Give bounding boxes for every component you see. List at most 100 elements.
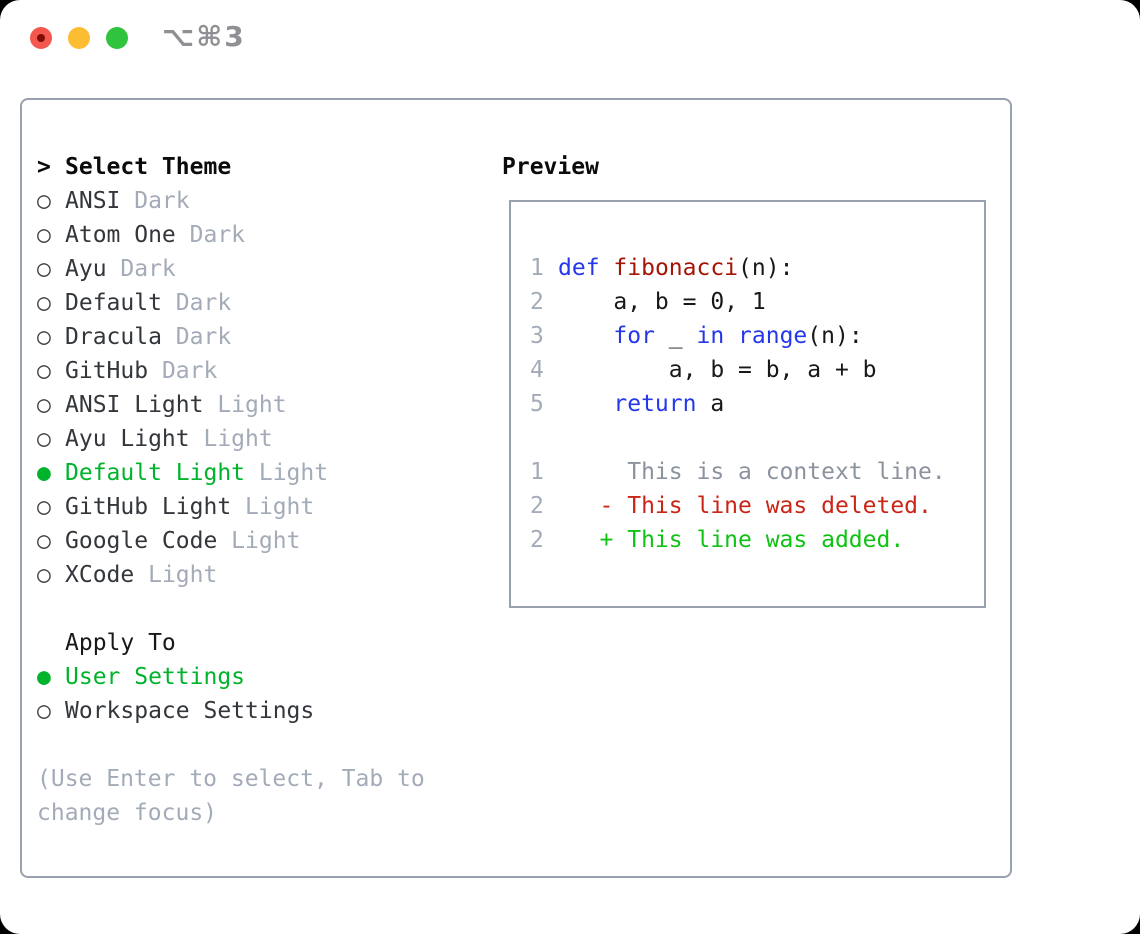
code-token-keyword: range [738,323,808,349]
theme-variant-label: Dark [148,358,218,384]
code-line: 1 This is a context line. [530,455,984,489]
line-number: 1 [530,255,544,281]
spacer [37,630,65,656]
line-number: 2 [530,493,544,519]
code-token [558,323,613,349]
radio-selected-icon: ● [37,460,51,486]
select-theme-header: Select Theme [65,154,232,180]
zoom-button[interactable] [106,27,128,49]
code-token: a [696,391,725,417]
preview-header: Preview [502,154,599,180]
theme-option-github-light-light[interactable]: ○ GitHub Light Light [37,490,328,524]
code-token-keyword: return [613,391,697,417]
apply-option-user-settings[interactable]: ● User Settings [37,660,314,694]
radio-unselected-icon: ○ [37,222,51,248]
code-token [600,255,614,281]
code-line: 3 for _ in range(n): [530,319,984,353]
code-line: 2 - This line was deleted. [530,489,984,523]
theme-option-ansi-dark[interactable]: ○ ANSI Dark [37,184,328,218]
code-token: a, b = b, a + b [558,357,877,383]
code-token-keyword: in [696,323,725,349]
line-number: 1 [530,459,544,485]
theme-option-label: Ayu [65,256,107,282]
code-token-deleted: - This line was deleted. [558,493,932,519]
theme-option-label: Ayu Light [65,426,190,452]
theme-option-github-dark[interactable]: ○ GitHub Dark [37,354,328,388]
code-token-keyword: def [558,255,600,281]
code-line: 2 a, b = 0, 1 [530,285,984,319]
radio-unselected-icon: ○ [37,188,51,214]
theme-option-ayu-dark[interactable]: ○ Ayu Dark [37,252,328,286]
code-token-added: + This line was added. [558,527,905,553]
radio-unselected-icon: ○ [37,528,51,554]
apply-option-label: Workspace Settings [65,698,315,724]
theme-option-label: ANSI [65,188,121,214]
theme-option-label: Default Light [65,460,246,486]
theme-option-dracula-dark[interactable]: ○ Dracula Dark [37,320,328,354]
radio-unselected-icon: ○ [37,426,51,452]
theme-variant-label: Light [189,426,273,452]
theme-variant-label: Dark [161,324,232,350]
code-token [724,323,738,349]
theme-option-google-code-light[interactable]: ○ Google Code Light [37,524,328,558]
theme-option-default-light-light[interactable]: ● Default Light Light [37,456,328,490]
theme-option-default-dark[interactable]: ○Default Dark [37,286,328,320]
apply-to-section: Apply To ● User Settings ○ Workspace Settin… [37,626,314,728]
radio-unselected-icon: ○ [37,324,51,350]
radio-unselected-icon: ○ [37,256,51,282]
theme-option-label: Google Code [65,528,218,554]
apply-to-header-row: Apply To [37,626,314,660]
code-line: 2 + This line was added. [530,523,984,557]
theme-option-atom-one-dark[interactable]: ○Atom One Dark [37,218,328,252]
theme-variant-label: Light [203,392,287,418]
theme-variant-label: Light [231,494,315,520]
code-token-keyword: for [613,323,655,349]
theme-picker-panel: > Select Theme ○ANSI Dark○Atom One Dark○… [20,98,1012,878]
radio-unselected-icon: ○ [37,698,51,724]
theme-option-label: Atom One [65,222,176,248]
close-icon [37,34,45,42]
code-line: 4 a, b = b, a + b [530,353,984,387]
close-button[interactable] [30,27,52,49]
code-token: (n): [807,323,863,349]
radio-unselected-icon: ○ [37,290,51,316]
line-number: 3 [530,323,544,349]
theme-variant-label: Light [134,562,218,588]
theme-option-xcode-light[interactable]: ○XCode Light [37,558,328,592]
radio-unselected-icon: ○ [37,392,51,418]
select-theme-header-row: > Select Theme [37,150,328,184]
theme-option-label: ANSI Light [65,392,204,418]
line-number: 4 [530,357,544,383]
theme-variant-label: Light [217,528,301,554]
theme-option-label: GitHub [65,358,149,384]
theme-option-ansi-light-light[interactable]: ○ ANSI Light Light [37,388,328,422]
theme-list: > Select Theme ○ANSI Dark○Atom One Dark○… [37,150,328,592]
apply-option-workspace-settings[interactable]: ○ Workspace Settings [37,694,314,728]
code-line [530,421,984,455]
code-token-function: fibonacci [613,255,739,281]
code-line: 1 def fibonacci(n): [530,251,984,285]
hint-text: (Use Enter to select, Tab to change focu… [37,766,425,826]
radio-selected-icon: ● [37,664,51,690]
code-line: 5 return a [530,387,984,421]
line-number: 2 [530,289,544,315]
prompt-icon: > [37,154,51,180]
minimize-button[interactable] [68,27,90,49]
theme-variant-label: Light [245,460,329,486]
code-token [558,391,613,417]
radio-unselected-icon: ○ [37,358,51,384]
code-token: a, b = 0, 1 [558,289,766,315]
theme-variant-label: Dark [106,256,176,282]
theme-option-label: GitHub Light [65,494,232,520]
theme-option-label: XCode [65,562,135,588]
apply-option-label: User Settings [65,664,246,690]
theme-variant-label: Dark [120,188,190,214]
code-token: (n): [738,255,794,281]
radio-unselected-icon: ○ [37,494,51,520]
theme-option-label: Dracula [65,324,162,350]
theme-option-ayu-light-light[interactable]: ○ Ayu Light Light [37,422,328,456]
window-shortcut-label: ⌥⌘3 [162,20,246,53]
theme-variant-label: Dark [161,290,232,316]
